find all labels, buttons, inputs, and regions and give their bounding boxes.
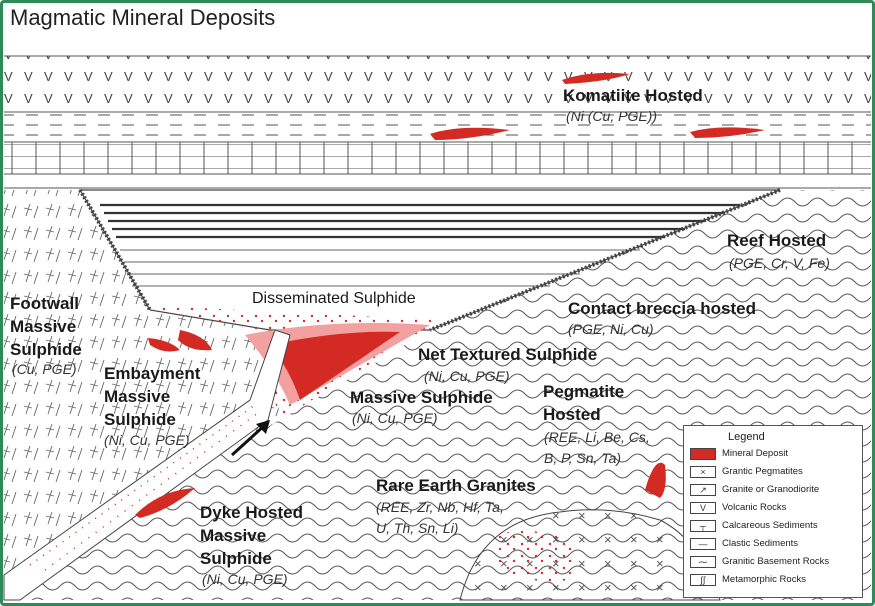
metamorphic-rocks (4, 190, 280, 580)
reef-metals: (PGE, Cr, V, Fe) (729, 255, 830, 271)
dyke-line1: Dyke Hosted (200, 503, 303, 522)
pegmatite-line2: Hosted (543, 405, 601, 424)
embayment-metals: (Ni, Cu, PGE) (104, 432, 190, 448)
legend-item-metamorphic: ∫∫ Metamorphic Rocks (690, 572, 860, 588)
legend-label: Mineral Deposit (722, 448, 788, 459)
footwall-line1: Footwall (10, 294, 79, 313)
granitic-basement (4, 190, 871, 600)
legend-swatch: ∫∫ (690, 574, 716, 586)
legend-swatch: ⁓ (690, 556, 716, 568)
contact-title: Contact breccia hosted (568, 299, 756, 318)
pegmatite-metals-2: B, P, Sn, Ta) (544, 450, 622, 466)
dyke-line3: Sulphide (200, 549, 272, 568)
legend-swatch: × (690, 466, 716, 478)
embayment-line3: Sulphide (104, 410, 176, 429)
pegmatite-deposit (645, 462, 666, 498)
legend-label: Volcanic Rocks (722, 502, 787, 513)
embayment-line1: Embayment (104, 364, 201, 383)
embayment-sulphide-2 (178, 330, 212, 351)
legend-label: Clastic Sediments (722, 538, 799, 549)
contact-metals: (PGE, Ni, Cu) (568, 321, 654, 337)
net-textured-title: Net Textured Sulphide (418, 345, 598, 364)
legend-title: Legend (728, 431, 765, 443)
massive-metals: (Ni, Cu, PGE) (352, 410, 438, 426)
embayment-line2: Massive (104, 387, 171, 406)
legend-item-pegmatites: × Grantic Pegmatites (690, 464, 860, 480)
legend-swatch (690, 448, 716, 460)
calcareous-layer (4, 142, 871, 174)
strata-layers (4, 55, 871, 189)
diagram-title: Magmatic Mineral Deposits (10, 5, 276, 30)
legend-item-granite: ↗ Granite or Granodiorite (690, 482, 860, 498)
pegmatite-line1: Pegmatite (543, 382, 625, 401)
legend-item-clastic: — Clastic Sediments (690, 536, 860, 552)
net-textured-metals: (Ni, Cu, PGE) (424, 368, 510, 384)
legend-swatch: V (690, 502, 716, 514)
embayment-sulphide-1 (148, 338, 180, 352)
komatiite-metals: (Ni (Cu, PGE)) (566, 108, 657, 124)
legend-label: Grantic Pegmatites (722, 466, 803, 477)
ree-metals-2: U, Th, Sn, Li) (376, 520, 459, 536)
legend: Legend Mineral Deposit × Grantic Pegmati… (683, 425, 863, 598)
dyke-sulphide-pod (135, 488, 195, 518)
komatiite-deposits (430, 72, 765, 140)
legend-label: Granitic Basement Rocks (722, 556, 830, 567)
legend-swatch: ↗ (690, 484, 716, 496)
footwall-metals: (Cu, PGE) (12, 361, 77, 377)
legend-swatch: ┬ (690, 520, 716, 532)
pegmatite-metals-1: (REE, Li, Be, Cs, (544, 429, 650, 445)
massive-title: Massive Sulphide (350, 388, 493, 407)
footwall-line3: Sulphide (10, 340, 82, 359)
ree-title: Rare Earth Granites (376, 476, 536, 495)
dyke-metals: (Ni, Cu, PGE) (202, 571, 288, 587)
massive-sulphide (270, 331, 400, 400)
dyke-line2: Massive (200, 526, 267, 545)
legend-item-calcareous: ┬ Calcareous Sediments (690, 518, 860, 534)
legend-label: Calcareous Sediments (722, 520, 818, 531)
legend-item-mineral-deposit: Mineral Deposit (690, 446, 860, 462)
layered-intrusion (78, 188, 781, 332)
rare-earth-granite (459, 462, 721, 601)
legend-item-volcanic: V Volcanic Rocks (690, 500, 860, 516)
sulphide-zones (140, 305, 440, 420)
ree-metals-1: (REE, Zr, Nb, Hf, Ta, (376, 499, 504, 515)
feeder-dyke (3, 329, 291, 601)
komatiite-title: Komatiite Hosted (563, 86, 703, 105)
legend-item-basement: ⁓ Granitic Basement Rocks (690, 554, 860, 570)
flow-arrow (230, 423, 267, 457)
legend-label: Metamorphic Rocks (722, 574, 806, 585)
volcanic-layer (4, 56, 871, 112)
reef-title: Reef Hosted (727, 231, 827, 250)
footwall-line2: Massive (10, 317, 77, 336)
legend-swatch: — (690, 538, 716, 550)
disseminated-label: Disseminated Sulphide (252, 290, 416, 307)
legend-label: Granite or Granodiorite (722, 484, 820, 495)
